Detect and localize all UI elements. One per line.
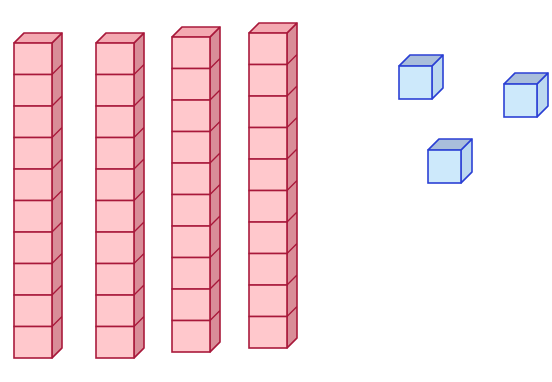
rod-unit-cell bbox=[249, 285, 287, 317]
rod-unit-cell bbox=[172, 226, 210, 258]
rod-unit-cell bbox=[96, 201, 134, 233]
rod-unit-cell bbox=[172, 289, 210, 321]
rod-unit-cell bbox=[172, 163, 210, 195]
rod-unit-cell bbox=[14, 327, 52, 359]
rod-unit-cell bbox=[96, 295, 134, 327]
rod-unit-cell bbox=[249, 159, 287, 191]
tens-rod bbox=[14, 33, 62, 358]
rod-unit-cell bbox=[96, 232, 134, 264]
rod-unit-cell bbox=[172, 100, 210, 132]
rod-unit-cell bbox=[249, 191, 287, 223]
tens-rod bbox=[249, 23, 297, 348]
rod-unit-cell bbox=[249, 317, 287, 349]
rod-unit-cell bbox=[14, 43, 52, 75]
rod-unit-cell bbox=[172, 321, 210, 353]
rod-unit-cell bbox=[96, 138, 134, 170]
rod-unit-cell bbox=[14, 106, 52, 138]
rod-unit-cell bbox=[172, 37, 210, 69]
rod-unit-cell bbox=[96, 169, 134, 201]
rod-unit-cell bbox=[172, 258, 210, 290]
rod-unit-cell bbox=[172, 132, 210, 164]
rod-unit-cell bbox=[14, 169, 52, 201]
rod-unit-cell bbox=[172, 69, 210, 101]
unit-cube bbox=[399, 55, 443, 99]
rod-unit-cell bbox=[249, 65, 287, 97]
rod-unit-cell bbox=[96, 264, 134, 296]
rod-unit-cell bbox=[14, 138, 52, 170]
rod-unit-cell bbox=[14, 75, 52, 107]
rod-unit-cell bbox=[249, 222, 287, 254]
rod-unit-cell bbox=[249, 96, 287, 128]
rod-unit-cell bbox=[96, 43, 134, 75]
rod-unit-cell bbox=[172, 195, 210, 227]
rod-unit-cell bbox=[96, 75, 134, 107]
rod-unit-cell bbox=[249, 128, 287, 160]
cube-front-face bbox=[399, 66, 432, 99]
cube-front-face bbox=[504, 84, 537, 117]
rod-unit-cell bbox=[96, 327, 134, 359]
rod-unit-cell bbox=[14, 295, 52, 327]
rod-unit-cell bbox=[14, 201, 52, 233]
rod-unit-cell bbox=[14, 264, 52, 296]
unit-cube bbox=[428, 139, 472, 183]
rod-unit-cell bbox=[249, 254, 287, 286]
rod-unit-cell bbox=[96, 106, 134, 138]
tens-rod bbox=[172, 27, 220, 352]
rod-unit-cell bbox=[249, 33, 287, 65]
tens-rod bbox=[96, 33, 144, 358]
rod-unit-cell bbox=[14, 232, 52, 264]
cube-front-face bbox=[428, 150, 461, 183]
unit-cube bbox=[504, 73, 548, 117]
